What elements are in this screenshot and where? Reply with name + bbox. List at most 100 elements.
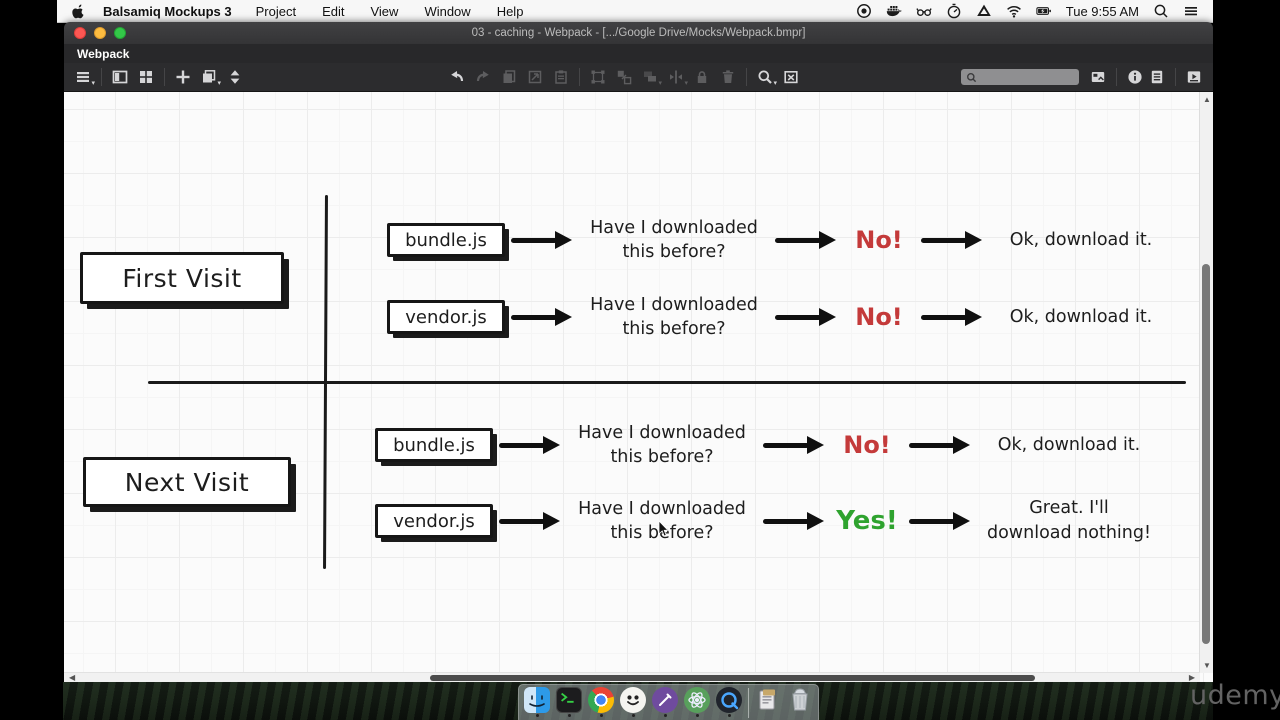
- result-text[interactable]: Ok, download it.: [997, 434, 1141, 455]
- answer-text[interactable]: No!: [855, 226, 903, 254]
- scroll-down-icon[interactable]: ▼: [1203, 661, 1211, 670]
- wifi-icon[interactable]: [1006, 3, 1023, 20]
- paste-icon[interactable]: [550, 66, 572, 88]
- copy-special-icon[interactable]: [524, 66, 546, 88]
- ui-library-icon[interactable]: [1087, 66, 1109, 88]
- mockup-tab-bar: Webpack: [64, 44, 1213, 63]
- grid-view-icon[interactable]: [135, 66, 157, 88]
- info-inspector-icon[interactable]: [1124, 66, 1146, 88]
- quicktime-icon: [716, 687, 742, 713]
- arrow-icon: [907, 512, 973, 530]
- window-title-bar[interactable]: 03 - caching - Webpack - [.../Google Dri…: [64, 22, 1213, 44]
- dock-item-chrome[interactable]: [588, 687, 614, 717]
- trash-icon: [787, 687, 813, 713]
- sidebar-toggle-icon[interactable]: [109, 66, 131, 88]
- horizontal-scroll-thumb[interactable]: [430, 675, 1035, 681]
- google-drive-icon[interactable]: [976, 3, 993, 20]
- vertical-scroll-thumb[interactable]: [1202, 264, 1210, 644]
- presentation-icon[interactable]: [1183, 66, 1205, 88]
- lock-icon[interactable]: [691, 66, 713, 88]
- ungroup-icon[interactable]: [613, 66, 635, 88]
- dock-item-balsamiq[interactable]: [620, 687, 646, 717]
- arrow-icon: [497, 436, 563, 454]
- dock-item-purple-editor[interactable]: [652, 687, 678, 717]
- close-button[interactable]: [74, 27, 86, 39]
- file-box[interactable]: bundle.js: [375, 428, 493, 462]
- order-icon[interactable]: ▾: [639, 66, 662, 88]
- duplicate-mockup-icon[interactable]: ▾: [198, 66, 221, 88]
- answer-text[interactable]: Yes!: [836, 506, 898, 536]
- notes-icon[interactable]: [1146, 66, 1168, 88]
- docker-whale-icon[interactable]: [886, 3, 903, 20]
- documents-stack-icon: [755, 687, 781, 713]
- dock-item-trash[interactable]: [787, 687, 813, 717]
- dock-item-terminal[interactable]: [556, 687, 582, 717]
- spectacles-icon[interactable]: [916, 3, 933, 20]
- mockup-canvas[interactable]: First Visit Next Visit bundle.js Have I …: [64, 92, 1213, 683]
- reorder-icon[interactable]: [224, 66, 246, 88]
- file-box[interactable]: vendor.js: [387, 300, 505, 334]
- dock-item-quicktime[interactable]: [716, 687, 742, 717]
- minimize-button[interactable]: [94, 27, 106, 39]
- timer-icon[interactable]: [946, 3, 963, 20]
- chrome-icon: [588, 687, 614, 713]
- answer-text[interactable]: No!: [855, 303, 903, 331]
- project-menu-icon[interactable]: ▾: [72, 66, 95, 88]
- tab-webpack[interactable]: Webpack: [77, 46, 130, 61]
- result-text[interactable]: Ok, download it.: [1009, 229, 1153, 250]
- scroll-right-icon[interactable]: ▶: [1188, 673, 1195, 682]
- arrow-icon: [773, 231, 839, 249]
- result-text[interactable]: Ok, download it.: [1009, 306, 1153, 327]
- menu-help[interactable]: Help: [496, 3, 524, 19]
- arrow-icon: [919, 308, 985, 326]
- screen-record-icon[interactable]: [856, 3, 873, 20]
- scroll-up-icon[interactable]: ▲: [1203, 95, 1211, 104]
- running-dot: [599, 714, 603, 717]
- zoom-icon[interactable]: ▾: [754, 66, 777, 88]
- arrow-icon: [509, 231, 575, 249]
- delete-icon[interactable]: [717, 66, 739, 88]
- align-icon[interactable]: ▾: [665, 66, 688, 88]
- file-box[interactable]: bundle.js: [387, 223, 505, 257]
- battery-charging-icon[interactable]: [1036, 3, 1053, 20]
- dock-separator: [748, 688, 749, 718]
- menu-app-name[interactable]: Balsamiq Mockups 3: [103, 3, 232, 19]
- menu-edit[interactable]: Edit: [322, 3, 345, 19]
- copy-icon[interactable]: [498, 66, 520, 88]
- redo-icon[interactable]: [472, 66, 494, 88]
- spotlight-search-icon[interactable]: [1152, 3, 1169, 20]
- menu-window[interactable]: Window: [424, 3, 471, 19]
- apple-menu-icon[interactable]: [71, 3, 87, 20]
- dock-item-atom[interactable]: [684, 687, 710, 717]
- running-dot: [695, 714, 699, 717]
- dock-item-documents[interactable]: [755, 687, 781, 717]
- menu-view[interactable]: View: [370, 3, 399, 19]
- first-visit-label[interactable]: First Visit: [80, 252, 284, 304]
- file-label: bundle.js: [405, 229, 487, 251]
- menu-clock[interactable]: Tue 9:55 AM: [1065, 3, 1139, 19]
- group-icon[interactable]: [587, 66, 609, 88]
- zoom-window-button[interactable]: [114, 27, 126, 39]
- answer-text[interactable]: No!: [843, 431, 891, 459]
- next-visit-label[interactable]: Next Visit: [83, 457, 291, 507]
- actual-size-icon[interactable]: [780, 66, 802, 88]
- scroll-left-icon[interactable]: ◀: [69, 673, 76, 682]
- vertical-scrollbar[interactable]: ▲ ▼: [1199, 92, 1213, 673]
- toolbar-search[interactable]: [961, 69, 1079, 85]
- horizontal-scrollbar[interactable]: ◀ ▶: [64, 672, 1200, 683]
- undo-icon[interactable]: [446, 66, 468, 88]
- notification-center-icon[interactable]: [1182, 3, 1199, 20]
- add-mockup-icon[interactable]: [172, 66, 194, 88]
- dock-item-finder[interactable]: [524, 687, 550, 717]
- menu-project[interactable]: Project: [255, 3, 297, 19]
- chevron-down-icon: ▾: [684, 80, 688, 87]
- search-input[interactable]: [977, 70, 1069, 84]
- file-box[interactable]: vendor.js: [375, 504, 493, 538]
